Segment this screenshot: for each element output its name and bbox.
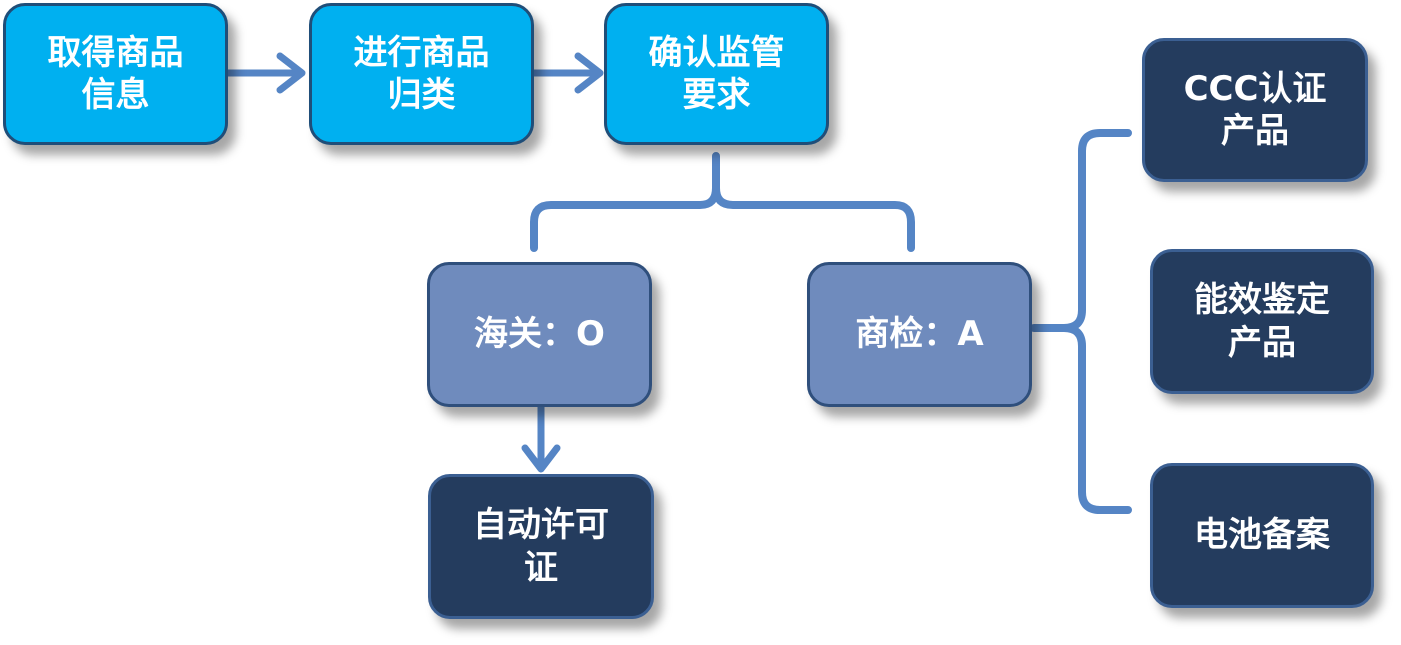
step-get-product-info-label: 取得商品 信息: [47, 32, 184, 116]
arrow-step1-to-step2: [224, 52, 306, 94]
branch-customs-label: 海关：O: [474, 314, 605, 355]
outcome-battery-filing: 电池备案: [1150, 463, 1374, 608]
outcome-auto-license-label: 自动许可 证: [473, 505, 609, 588]
step-confirm-requirements: 确认监管 要求: [604, 3, 829, 145]
brace-under-requirements: [530, 152, 915, 252]
branch-inspection: 商检：A: [807, 262, 1032, 407]
step-classify-product: 进行商品 归类: [309, 3, 534, 145]
branch-inspection-label: 商检：A: [855, 314, 984, 355]
step-classify-product-label: 进行商品 归类: [353, 32, 490, 116]
arrow-step2-to-step3: [530, 52, 604, 94]
outcome-energy-efficiency-label: 能效鉴定 产品: [1194, 280, 1330, 363]
step-get-product-info: 取得商品 信息: [3, 3, 228, 145]
outcome-auto-license: 自动许可 证: [428, 474, 654, 619]
outcome-ccc-certified-label: CCC认证 产品: [1183, 68, 1327, 152]
step-confirm-requirements-label: 确认监管 要求: [648, 32, 785, 116]
arrow-customs-to-license: [521, 403, 561, 473]
outcome-battery-filing-label: 电池备案: [1194, 515, 1330, 556]
brace-inspection-outcomes: [1030, 129, 1132, 514]
outcome-energy-efficiency: 能效鉴定 产品: [1150, 249, 1374, 394]
branch-customs: 海关：O: [427, 262, 652, 407]
outcome-ccc-certified: CCC认证 产品: [1142, 38, 1368, 182]
